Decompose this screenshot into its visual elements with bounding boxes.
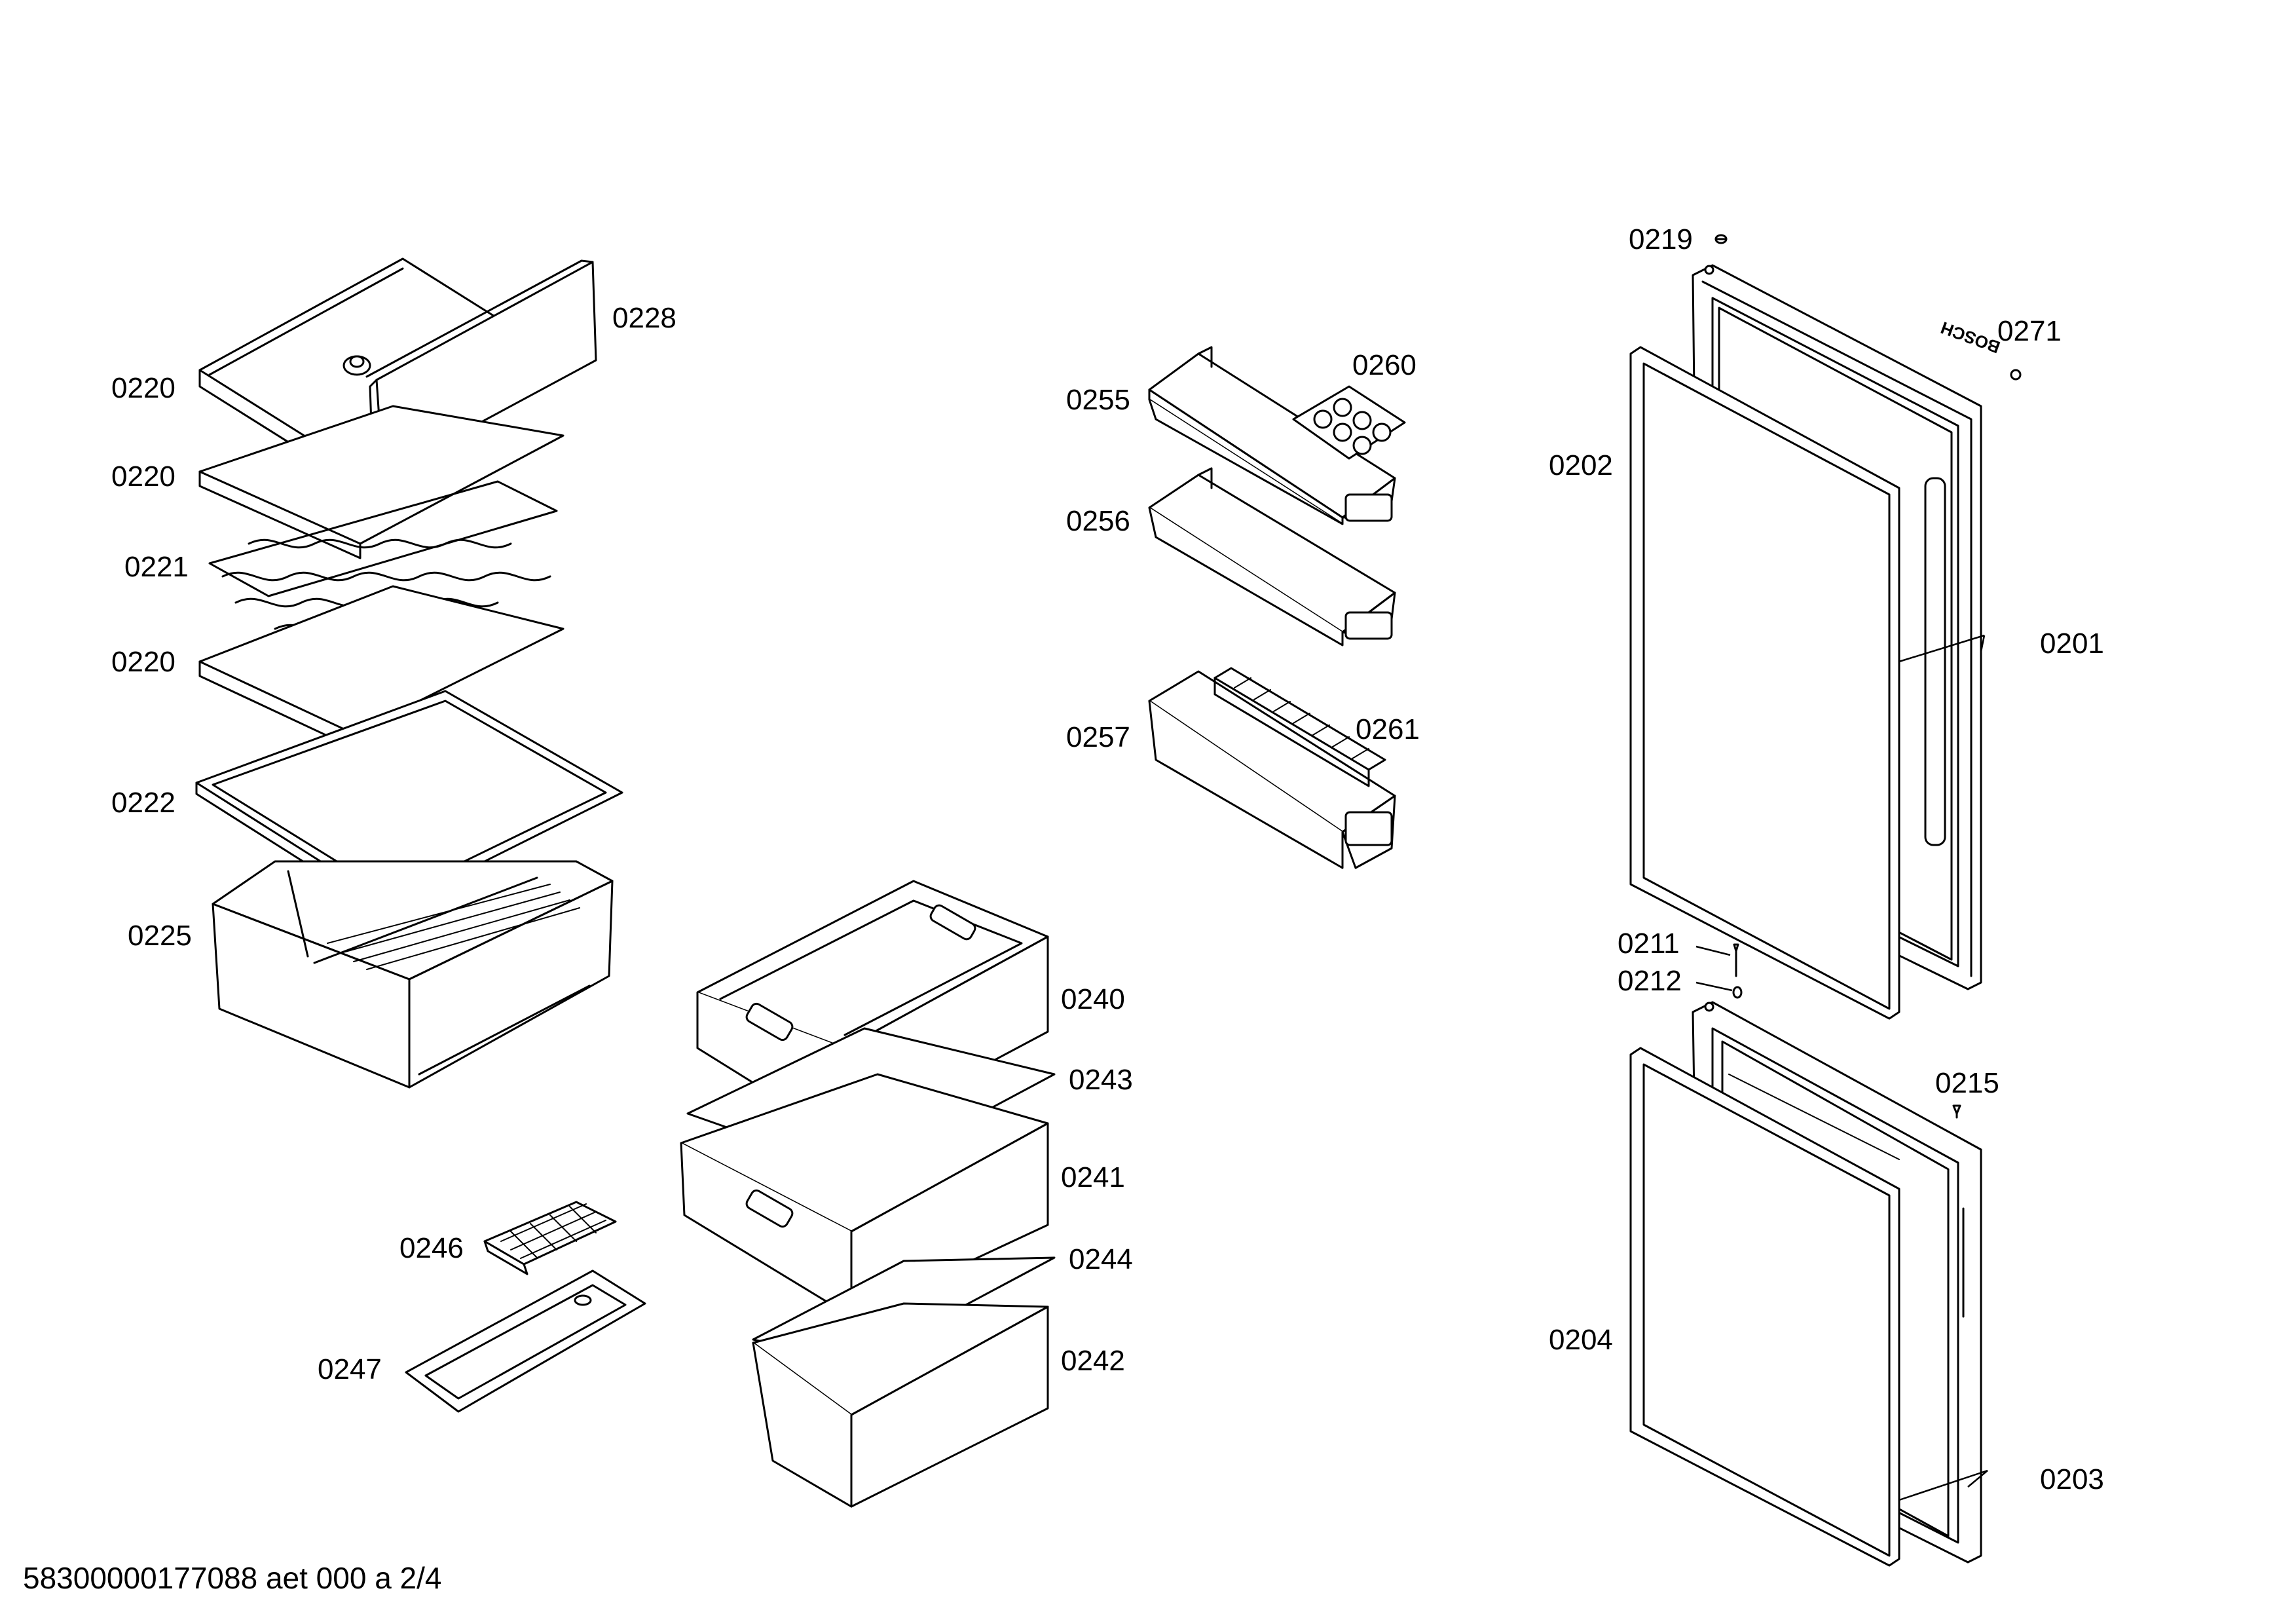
ice-tray-holder-0247-drawing [405,1269,646,1413]
label-0256: 0256 [1066,505,1130,537]
label-0212: 0212 [1618,965,1682,997]
label-0204: 0204 [1549,1324,1613,1356]
label-0271: 0271 [1997,315,2062,347]
lower-door-gasket-0204-drawing [1629,1047,1900,1567]
label-0203: 0203 [2040,1463,2104,1495]
label-0202: 0202 [1549,449,1613,481]
bottle-retainer-0261-drawing [1213,667,1386,787]
label-0257: 0257 [1066,721,1130,753]
label-0255: 0255 [1066,384,1130,416]
leader-lines [1695,634,1988,1501]
label-0201: 0201 [2040,628,2104,660]
label-0220-b: 0220 [111,460,176,493]
label-0219: 0219 [1629,223,1693,255]
hinge-cap-0215-drawing [1952,1104,1961,1119]
document-footer: 58300000177088 aet 000 a 2/4 [23,1561,442,1595]
label-0247: 0247 [318,1353,382,1385]
egg-tray-0260-drawing [1292,385,1406,460]
label-0244: 0244 [1069,1243,1133,1275]
label-0241: 0241 [1061,1161,1125,1193]
label-0228: 0228 [612,302,676,334]
shelf-0220-b-drawing [198,405,565,559]
label-0242: 0242 [1061,1345,1125,1377]
drawer-0242-drawing [752,1302,1049,1508]
label-0246: 0246 [399,1232,464,1264]
door-cap-0219-drawing [1714,234,1728,244]
door-shelf-0255-drawing [1148,346,1396,525]
label-0215: 0215 [1935,1067,1999,1099]
upper-door-gasket-0202-drawing [1629,346,1900,1020]
crisper-bin-0225-drawing [212,860,614,1089]
ice-tray-0246-drawing [483,1201,617,1275]
label-0260: 0260 [1352,349,1416,381]
logo-badge-text: BOSCH [1938,318,2003,357]
label-0221: 0221 [124,551,189,583]
label-0261: 0261 [1356,713,1420,745]
label-0240: 0240 [1061,983,1125,1015]
label-0220-c: 0220 [111,646,176,678]
label-0222: 0222 [111,787,176,819]
label-0211: 0211 [1618,928,1680,960]
hinge-washer-0212-drawing [1732,986,1743,999]
label-0243: 0243 [1069,1064,1133,1096]
hinge-pin-0211-drawing [1733,943,1739,977]
label-0225: 0225 [128,920,192,952]
label-0220-a: 0220 [111,372,176,404]
door-shelf-0256-drawing [1148,467,1396,647]
door-shelf-0257-drawing [1148,670,1396,869]
